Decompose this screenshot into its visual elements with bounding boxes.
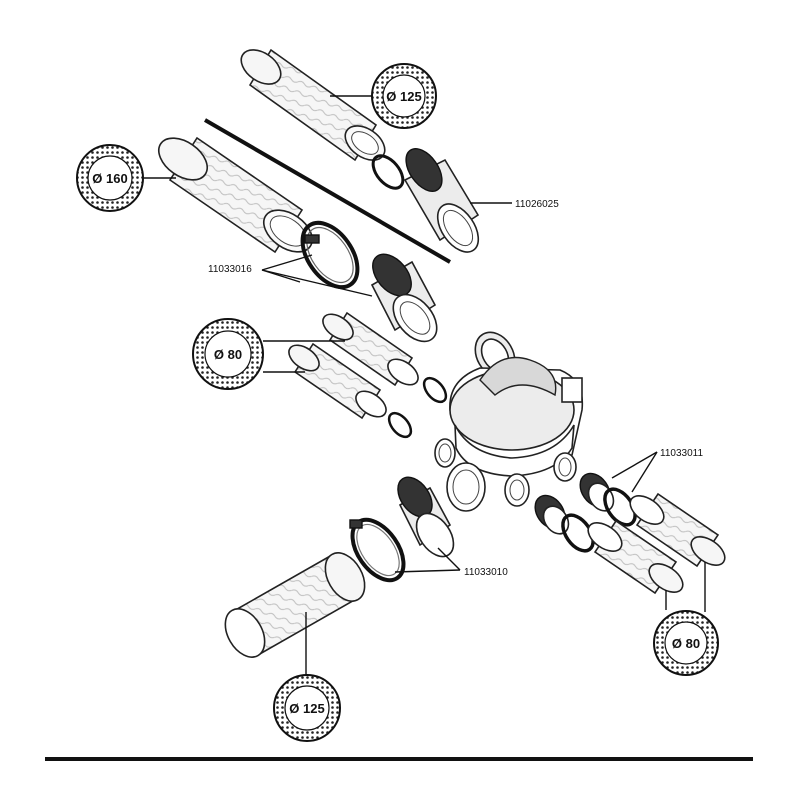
part-label-11026025: 11026025 [515,199,559,210]
part-label-11033011: 11033011 [660,448,703,459]
badge-d125-top: Ø 125 [371,63,437,129]
hose-125-top [240,48,386,162]
ventilation-unit [434,331,584,512]
connectors-11033011 [534,472,637,553]
section-divider-line [203,118,452,264]
spigot-right [553,452,577,482]
hose-80-left-lower [288,342,387,420]
badge-d80-right: Ø 80 [653,610,719,676]
badge-d160: Ø 160 [76,144,144,212]
spigot-front-right [504,473,530,507]
hose-80-right-upper [629,492,726,568]
coupler-11026025 [403,148,480,253]
badge-d125-bottom-label: Ø 125 [289,701,324,716]
clamp-ring-125 [371,154,405,190]
badge-d160-label: Ø 160 [92,171,127,186]
badge-d125-bottom: Ø 125 [273,674,341,742]
hose-80-left-upper [322,311,419,387]
part-label-11033010: 11033010 [464,567,508,578]
badge-d80-left: Ø 80 [192,318,264,390]
clamp-rings-80-left [387,376,448,439]
leader-lines [144,95,706,678]
adapter-160 [370,253,438,343]
spigot-front-main [446,462,486,512]
connectors-11033010 [349,476,455,583]
hose-80-right-lower [587,519,684,595]
badge-d80-right-label: Ø 80 [672,636,700,651]
spigot-left [434,438,456,468]
part-label-11033016: 11033016 [208,264,252,275]
hose-125-bottom [224,552,366,658]
badge-d80-left-label: Ø 80 [214,347,242,362]
hose-160 [158,136,313,254]
badge-d125-top-label: Ø 125 [386,89,421,104]
bottom-rule [45,757,753,761]
clamp-11033016 [300,220,360,290]
